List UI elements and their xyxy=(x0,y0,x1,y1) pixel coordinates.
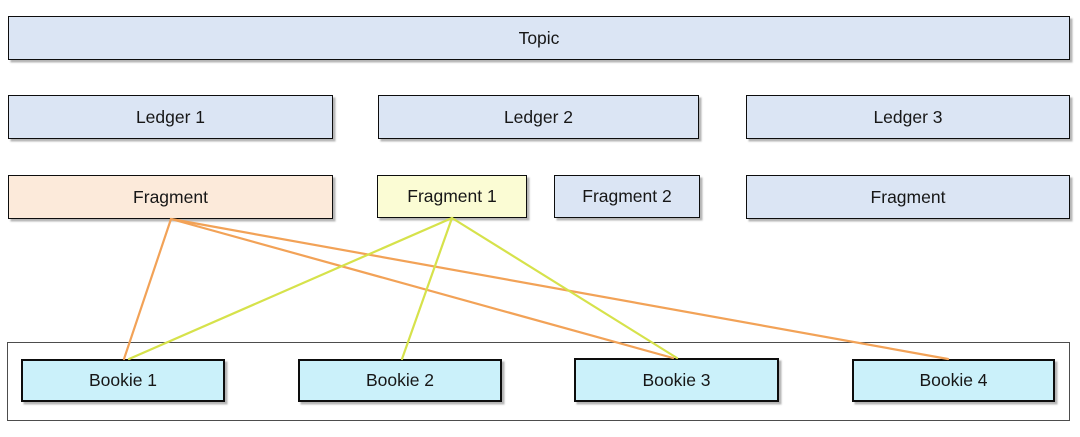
fragment-1-label: Fragment 1 xyxy=(407,186,497,206)
bookie-1-box: Bookie 1 xyxy=(21,359,225,402)
topic-box: Topic xyxy=(8,16,1070,60)
fragment-ledger3-label: Fragment xyxy=(870,186,946,207)
ledger-1-box: Ledger 1 xyxy=(8,95,333,139)
bookie-2-box: Bookie 2 xyxy=(298,359,502,402)
fragment-ledger3-box: Fragment xyxy=(746,175,1070,219)
edge-fragment-ledger1-bookie-4 xyxy=(169,217,950,361)
fragment-ledger1-label: Fragment xyxy=(133,186,208,207)
fragment-2-box: Fragment 2 xyxy=(554,175,700,218)
bookie-3-box: Bookie 3 xyxy=(574,358,779,402)
ledger-3-label: Ledger 3 xyxy=(873,106,943,127)
bookie-3-label: Bookie 3 xyxy=(642,369,711,390)
bookie-4-label: Bookie 4 xyxy=(919,370,988,390)
bookie-4-box: Bookie 4 xyxy=(852,359,1055,402)
ledger-2-box: Ledger 2 xyxy=(378,95,699,139)
ledger-3-box: Ledger 3 xyxy=(746,95,1070,139)
edge-fragment-1-bookie-3 xyxy=(450,216,679,360)
bookie-1-label: Bookie 1 xyxy=(88,370,158,390)
fragment-1-box: Fragment 1 xyxy=(377,175,527,218)
edge-fragment-ledger1-bookie-1 xyxy=(122,217,173,361)
ledger-2-label: Ledger 2 xyxy=(503,106,574,127)
edge-fragment-1-bookie-2 xyxy=(400,216,454,361)
topic-label: Topic xyxy=(518,27,560,48)
fragment-ledger1-box: Fragment xyxy=(8,175,333,219)
edge-fragment-1-bookie-1 xyxy=(127,216,454,361)
ledger-1-label: Ledger 1 xyxy=(135,106,206,127)
bookie-2-label: Bookie 2 xyxy=(365,370,435,390)
edge-fragment-ledger1-bookie-3 xyxy=(169,217,675,360)
fragment-2-label: Fragment 2 xyxy=(582,186,672,206)
